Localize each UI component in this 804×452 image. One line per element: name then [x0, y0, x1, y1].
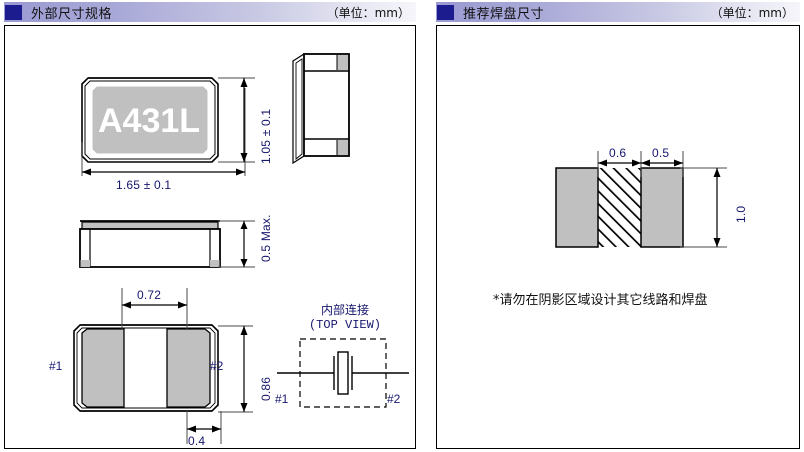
- dim-top-view-width: 1.65 ± 0.1: [116, 178, 172, 192]
- dim-bottom-view-pitch: 0.72: [137, 288, 162, 302]
- land-pattern-drawing: [555, 167, 684, 248]
- land-pattern-height-dimension: [680, 167, 727, 248]
- dim-bottom-view-pad-width: 0.4: [188, 434, 206, 448]
- panel-body-outline: A431L 1.65 ± 0.1 1: [4, 25, 416, 449]
- internal-connection-title-en: (TOP VIEW): [308, 318, 381, 332]
- bottom-view-drawing: [73, 324, 219, 412]
- top-view-height-dimension: [218, 77, 255, 163]
- panel-outline-dimensions: 外部尺寸规格 （单位：mm） A431L: [4, 2, 416, 449]
- panel-title-outline: 外部尺寸规格: [31, 6, 113, 22]
- dim-land-gap: 0.5: [652, 146, 670, 160]
- panel-unit-land-pattern: （单位：mm）: [710, 5, 794, 20]
- bottom-view-pad-width-dimension: [186, 411, 222, 444]
- internal-connection-schematic: [277, 338, 409, 408]
- header-marker-icon-right: [437, 4, 454, 20]
- panel-land-pattern: 推荐焊盘尺寸 （单位：mm）: [432, 0, 804, 452]
- internal-connection-pin1-label: #1: [275, 392, 289, 406]
- bottom-view-pin2-label: #2: [210, 359, 224, 373]
- bottom-view-pin1-label: #1: [49, 359, 63, 373]
- dim-land-pad-height: 1.0: [734, 205, 748, 223]
- dim-land-pad-width: 0.6: [609, 146, 627, 160]
- land-pattern-note: *请勿在阴影区域设计其它线路和焊盘: [493, 293, 708, 308]
- panel-header-outline: 外部尺寸规格 （单位：mm）: [4, 2, 416, 22]
- internal-connection-pin2-label: #2: [387, 392, 401, 406]
- header-marker-icon: [5, 4, 22, 20]
- part-marking-label: A431L: [98, 102, 201, 140]
- front-view-drawing: [79, 220, 221, 268]
- internal-connection-title-cn: 内部连接: [320, 303, 369, 317]
- panel-unit-outline: （单位：mm）: [326, 5, 410, 20]
- top-view-drawing: [81, 77, 219, 163]
- bottom-view-pitch-dimension: [121, 288, 188, 330]
- dim-front-view-thickness: 0.5 Max.: [259, 214, 273, 262]
- panel-header-land-pattern: 推荐焊盘尺寸 （单位：mm）: [436, 2, 800, 22]
- land-pattern-width-dimensions: [597, 151, 684, 177]
- dim-bottom-view-pad-height: 0.86: [259, 376, 273, 401]
- dim-top-view-height: 1.05 ± 0.1: [259, 108, 273, 164]
- panel-body-land-pattern: 0.6 0.5 1.0 *请勿在阴影区域设计其它线路和焊盘: [436, 25, 800, 449]
- side-view-drawing: [292, 52, 350, 165]
- bottom-view-pad-height-dimension: [218, 325, 253, 413]
- front-view-thickness-dimension: [218, 220, 255, 268]
- panel-title-land-pattern: 推荐焊盘尺寸: [463, 6, 545, 22]
- top-view-width-dimension: [81, 88, 246, 176]
